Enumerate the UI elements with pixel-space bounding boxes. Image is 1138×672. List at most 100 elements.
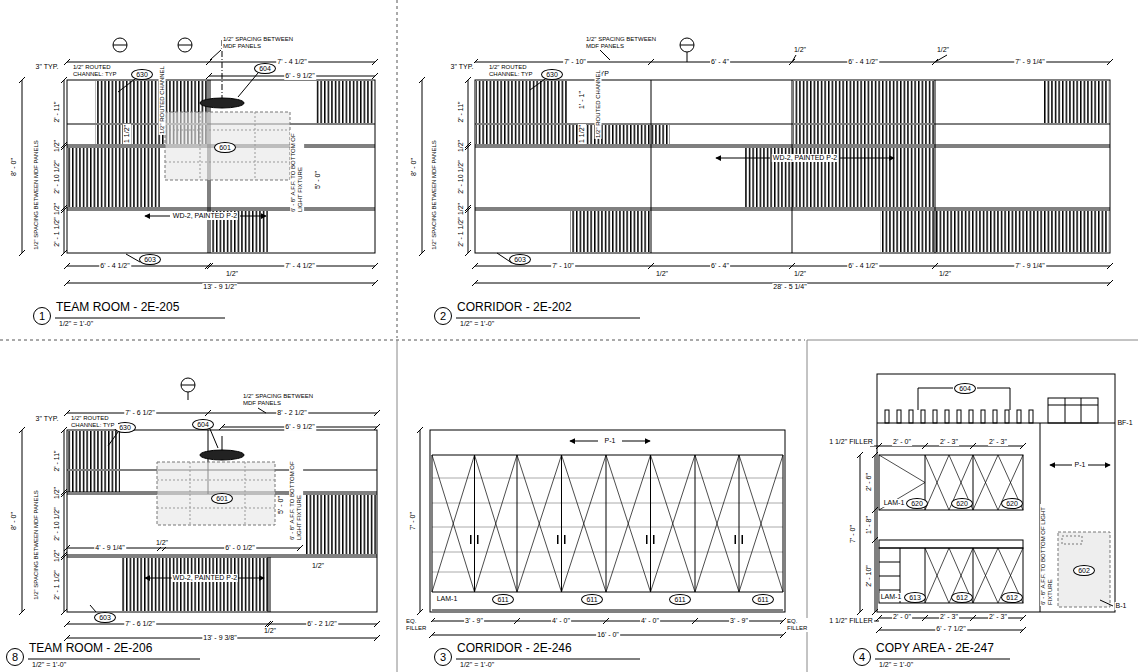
annotation-label: 1' - 1": [578, 90, 586, 110]
annotation-label: 1 1/2": [123, 124, 131, 144]
drawing-line: [206, 59, 212, 65]
annotation-label: WD-2, PAINTED P-2: [172, 212, 238, 220]
drawing-line: [419, 250, 425, 256]
annotation-label: 1 1/2" FILLER: [828, 438, 874, 446]
drawing-line: [514, 618, 520, 624]
drawing-line: [475, 80, 1110, 253]
drawing-line: [61, 77, 67, 83]
annotation-label: 6' - 4": [710, 58, 730, 66]
drawing-line: [1100, 600, 1113, 606]
callout-text: 604: [197, 421, 209, 428]
annotation-label: 2' - 11": [457, 100, 465, 123]
annotation-label: 3" TYP.: [35, 63, 60, 71]
callout-number: 602: [1073, 565, 1095, 576]
drawing-line: [1048, 398, 1098, 423]
drawing-line: [1062, 536, 1082, 544]
drawing-line: [1107, 263, 1113, 269]
annotation-label: EQ. FILLER: [405, 618, 431, 632]
callout-number: 612: [951, 592, 973, 603]
drawing-line: [178, 38, 192, 52]
annotation-label: 1/2": [311, 562, 325, 570]
drawing-line: [876, 443, 882, 449]
annotation-label: EQ. FILLER: [786, 618, 808, 632]
annotation-label: 6' - 9 1/2": [284, 72, 316, 80]
annotation-label: 2' - 1 1/2": [457, 216, 465, 248]
callout-text: 620: [956, 500, 968, 507]
annotation-label: 8' - 2 1/2": [276, 409, 308, 417]
callout-number: 620: [951, 498, 973, 509]
annotation-label: P-1: [1074, 461, 1087, 469]
drawing-line: [622, 441, 650, 442]
drawing-line: [200, 450, 244, 460]
drawing-line: [872, 452, 878, 458]
annotation-label: 2' - 3": [988, 438, 1008, 446]
annotation-label: 1/2": [53, 139, 61, 153]
callout-text: 611: [757, 596, 768, 603]
callout-text: 611: [674, 596, 685, 603]
drawing-line: [570, 211, 650, 252]
annotation-label: 2' - 0": [892, 613, 912, 621]
view-title-marker: 4COPY AREA - 2E-247: [853, 648, 871, 666]
drawing-line: [22, 62, 375, 283]
drawing-line: [885, 410, 889, 423]
annotation-label: 28' - 5 1/4": [772, 283, 807, 291]
drawing-line: [19, 77, 25, 83]
drawing-line: [876, 615, 882, 621]
drawing-line: [840, 158, 894, 159]
annotation-label: 2' - 11": [53, 449, 61, 472]
drawing-line: [872, 507, 878, 513]
annotation-label: 2' - 10": [865, 564, 873, 588]
annotation-label: 4' - 9 1/4": [94, 544, 126, 552]
drawing-line: [465, 77, 471, 83]
annotation-label: 1/2" = 1'-0": [459, 661, 495, 669]
annotation-label: 6' - 8" A.F.F. TO BOTTOM OF LIGHT FIXTUR…: [1040, 504, 1054, 606]
drawing-line: [885, 410, 1033, 423]
drawing-line: [470, 535, 472, 544]
drawing-line: [646, 535, 648, 544]
drawing-line: [497, 50, 947, 263]
callout-number: 611: [581, 594, 602, 605]
drawing-line: [67, 80, 375, 253]
drawing-line: [476, 125, 670, 144]
callout-text: 602: [1078, 567, 1090, 574]
annotation-label: 1/2": [263, 627, 277, 635]
callout-text: 611: [586, 596, 597, 603]
drawing-line: [61, 250, 67, 256]
drawing-line: [793, 81, 934, 123]
annotation-label: 1/2": [936, 46, 950, 54]
callout-number: 613: [904, 592, 926, 603]
view-title-marker: 2CORRIDOR - 2E-202: [434, 307, 452, 325]
annotation-label: 3" TYP.: [450, 63, 475, 71]
callout-number: 611: [752, 594, 773, 605]
drawing-line: [422, 62, 1110, 283]
callout-text: 630: [119, 424, 131, 431]
view-number: 2: [440, 310, 446, 322]
drawing-line: [860, 446, 1023, 630]
annotation-label: 3' - 9": [464, 617, 484, 625]
drawing-line: [219, 424, 225, 430]
drawing-line: [64, 280, 70, 286]
drawing-line: [465, 144, 471, 150]
drawing-line: [305, 495, 376, 554]
annotation-label: 2' - 6": [865, 472, 873, 492]
annotation-label: 6' - 8" A.F.F. TO BOTTOM OF LIGHT FIXTUR…: [290, 131, 304, 213]
drawing-line: [61, 427, 67, 433]
drawing-line: [207, 263, 213, 269]
drawing-line: [735, 535, 737, 544]
drawing-line: [957, 410, 961, 423]
drawing-line: [879, 548, 973, 603]
drawing-line: [476, 81, 1109, 252]
annotation-label: 1/2": [53, 549, 61, 563]
annotation-label: 2' - 10 1/2": [53, 506, 61, 541]
drawing-line: [205, 410, 211, 416]
drawing-line: [372, 73, 378, 79]
annotation-label: 2' - 1 1/2": [53, 569, 61, 601]
drawing-line: [206, 73, 212, 79]
annotation-label: 1/2" SPACING BETWEEN MDF PANELS: [242, 393, 326, 407]
drawing-line: [793, 125, 934, 144]
annotation-label: 6' - 2 1/2": [306, 620, 338, 628]
annotation-label: 2' - 10 1/2": [53, 159, 61, 194]
annotation-label: LAM-1: [883, 499, 906, 507]
drawing-line: [372, 59, 378, 65]
